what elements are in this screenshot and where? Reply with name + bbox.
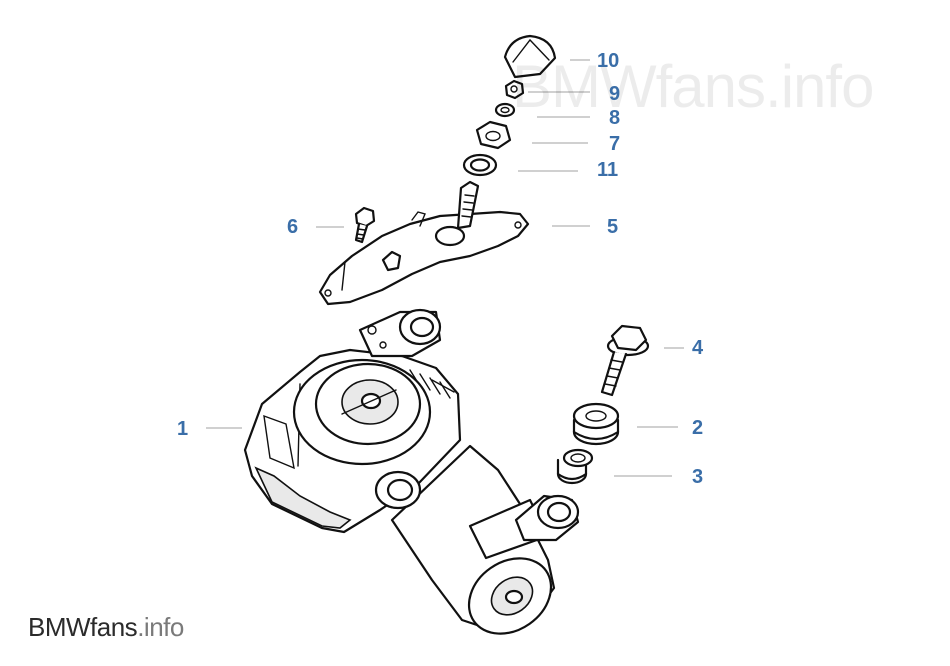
rubber-bushing-part-2[interactable] <box>572 402 620 446</box>
brand-part-2: .info <box>137 612 184 642</box>
cap-part-10[interactable] <box>503 34 557 79</box>
watermark: BMWfans.info <box>512 53 874 120</box>
washer-part-8[interactable] <box>494 102 516 118</box>
callout-10[interactable]: 10 <box>597 50 620 72</box>
seal-ring-part-11[interactable] <box>462 153 498 177</box>
nut-part-9[interactable] <box>504 79 525 100</box>
callout-2[interactable]: 2 <box>692 417 704 439</box>
footer-brand-logo: BMWfans.info <box>28 612 184 643</box>
callout-1[interactable]: 1 <box>177 418 189 440</box>
wiper-motor-part-1[interactable] <box>243 308 580 649</box>
brand-part-1: BMWfans <box>28 612 138 642</box>
callout-8[interactable]: 8 <box>609 107 621 129</box>
callout-4[interactable]: 4 <box>692 337 704 359</box>
callout-6[interactable]: 6 <box>287 216 299 238</box>
bolt-part-4[interactable] <box>600 324 650 397</box>
callout-7[interactable]: 7 <box>609 133 621 155</box>
bolt-part-6[interactable] <box>354 206 376 244</box>
bracket-part-5[interactable] <box>318 180 530 306</box>
hex-nut-part-7[interactable] <box>475 120 512 150</box>
callout-3[interactable]: 3 <box>692 466 704 488</box>
leader-lines <box>206 59 684 477</box>
callout-9[interactable]: 9 <box>609 83 621 105</box>
callout-11[interactable]: 11 <box>597 159 619 181</box>
spacer-sleeve-part-3[interactable] <box>556 448 594 485</box>
callout-5[interactable]: 5 <box>607 216 619 238</box>
